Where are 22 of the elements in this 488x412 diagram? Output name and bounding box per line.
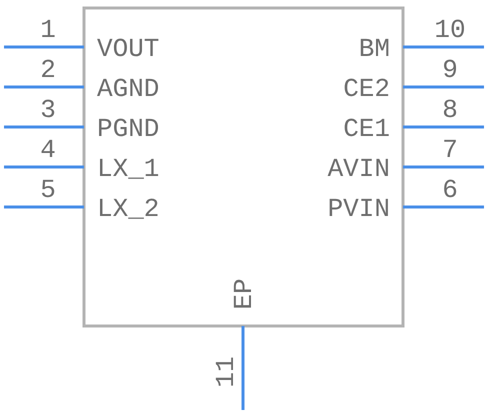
pin-number: 8 — [442, 97, 458, 123]
pin-name: AGND — [97, 76, 160, 102]
pin-number: 10 — [434, 17, 466, 43]
pin-name: CE2 — [343, 76, 390, 102]
pin-number: 6 — [442, 177, 458, 203]
pin-number: 4 — [40, 137, 56, 163]
pin-name: EP — [231, 278, 257, 310]
pin-number: 7 — [442, 137, 458, 163]
pin-name: VOUT — [97, 36, 160, 62]
pin-number: 1 — [40, 17, 56, 43]
pin-name: LX_2 — [97, 196, 160, 222]
pin-number: 5 — [40, 177, 56, 203]
pin-number: 11 — [213, 356, 239, 388]
pin-name: BM — [358, 36, 390, 62]
pin-name: AVIN — [328, 156, 390, 182]
pin-name: PGND — [97, 116, 160, 142]
pin-name: CE1 — [343, 116, 390, 142]
pin-number: 3 — [40, 97, 56, 123]
pin-number: 2 — [40, 57, 56, 83]
pin-name: PVIN — [328, 196, 390, 222]
pin-name: LX_1 — [97, 156, 160, 182]
pin-number: 9 — [442, 57, 458, 83]
